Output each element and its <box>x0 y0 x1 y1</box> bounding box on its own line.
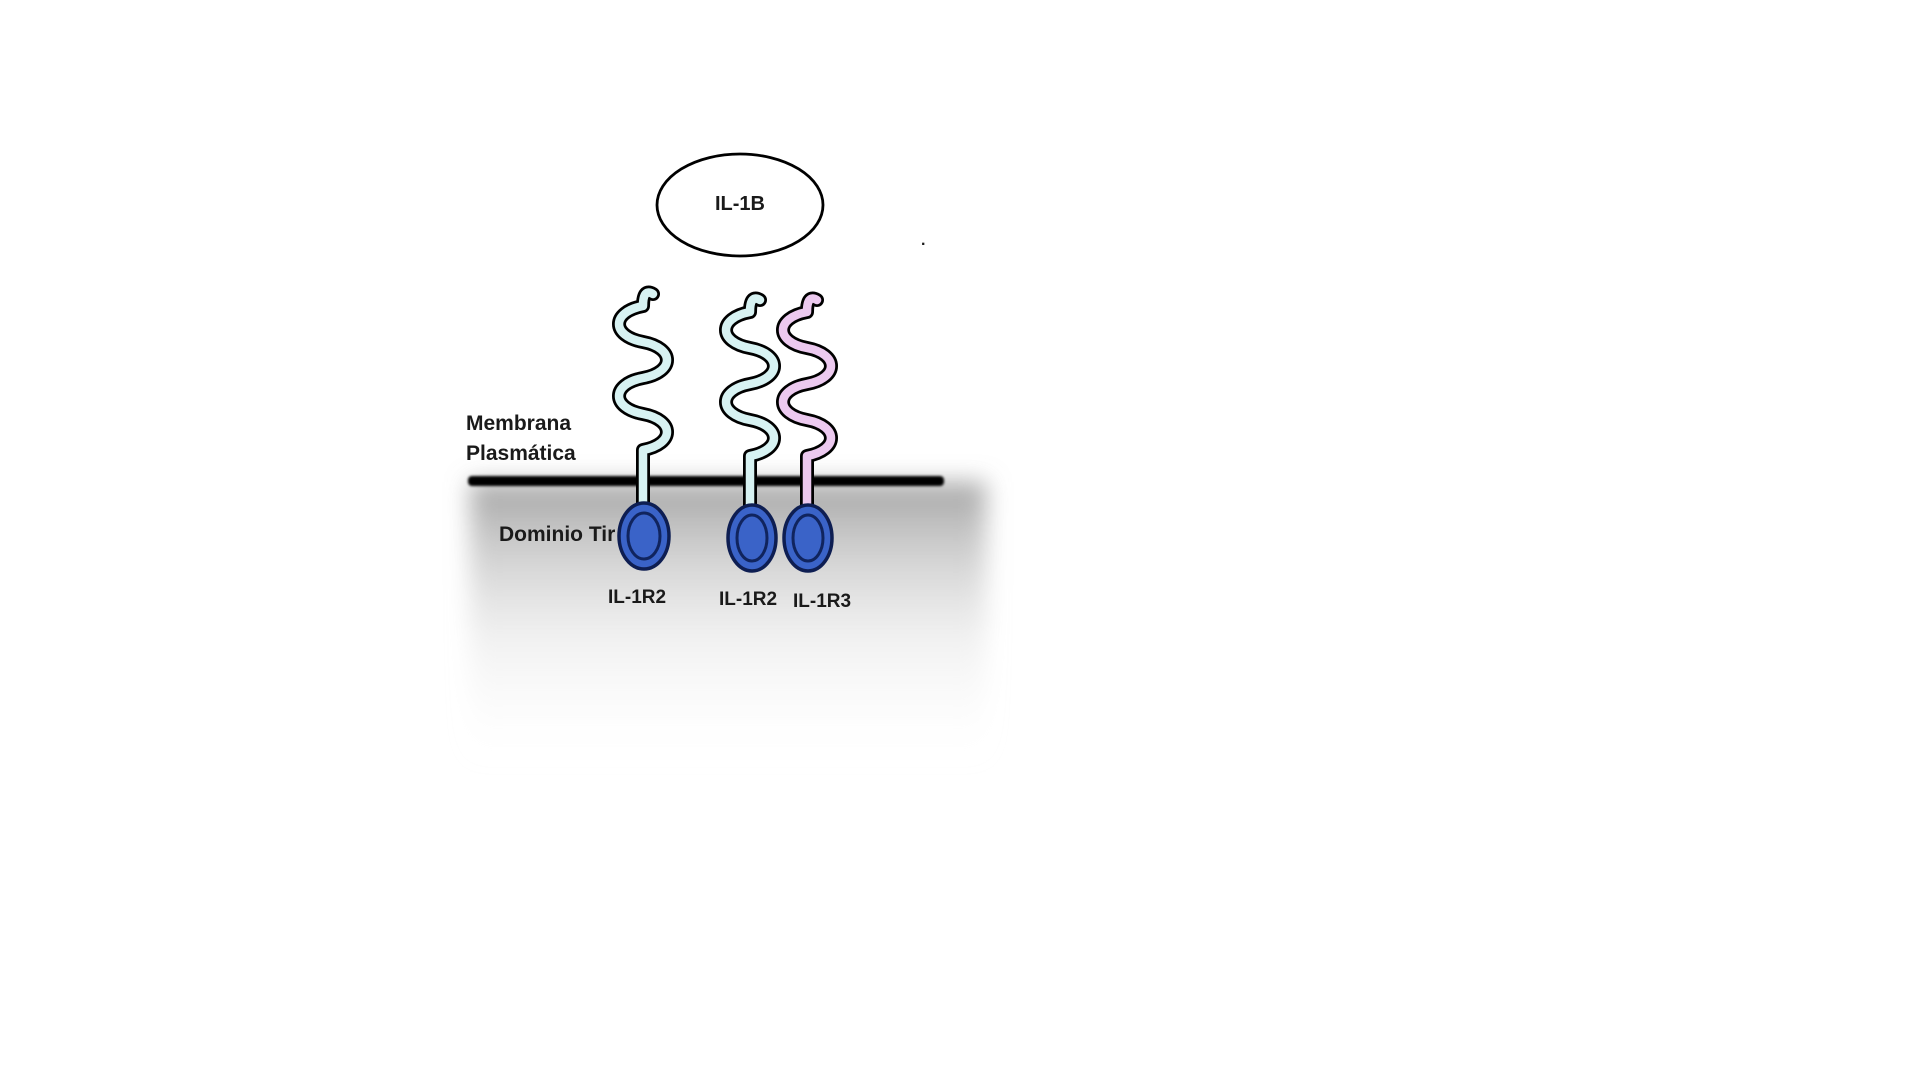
ligand-ellipse <box>655 152 825 258</box>
coil-fill <box>614 288 672 513</box>
receptor-coil-il1r3 <box>776 291 838 517</box>
tir-oval-inner-ring <box>626 511 662 561</box>
receptor-label-il1r3: IL-1R3 <box>793 591 852 612</box>
plasma-membrane-line <box>468 476 944 486</box>
tir-oval-inner-ring <box>735 513 769 563</box>
tir-oval-inner-ring <box>791 513 825 563</box>
receptor-label-il1r2-b: IL-1R2 <box>719 589 778 610</box>
membrane-label-line1: Membrana <box>466 412 572 435</box>
tir-domain-label: Dominio Tir <box>499 523 616 546</box>
coil-fill <box>778 294 836 515</box>
tir-domain-oval-1 <box>617 501 671 571</box>
receptor-coil-il1r2-a <box>612 285 674 515</box>
membrane-label: Membrana Plasmática <box>466 409 576 469</box>
membrane-label-line2: Plasmática <box>466 442 576 465</box>
coil-fill <box>721 294 779 515</box>
ligand-label: IL-1B <box>715 193 765 215</box>
stray-mark: . <box>921 232 926 249</box>
receptor-coil-il1r2-b <box>719 291 781 517</box>
receptor-label-il1r2-a: IL-1R2 <box>608 587 667 608</box>
tir-domain-oval-2 <box>726 503 778 573</box>
tir-domain-oval-3 <box>782 503 834 573</box>
